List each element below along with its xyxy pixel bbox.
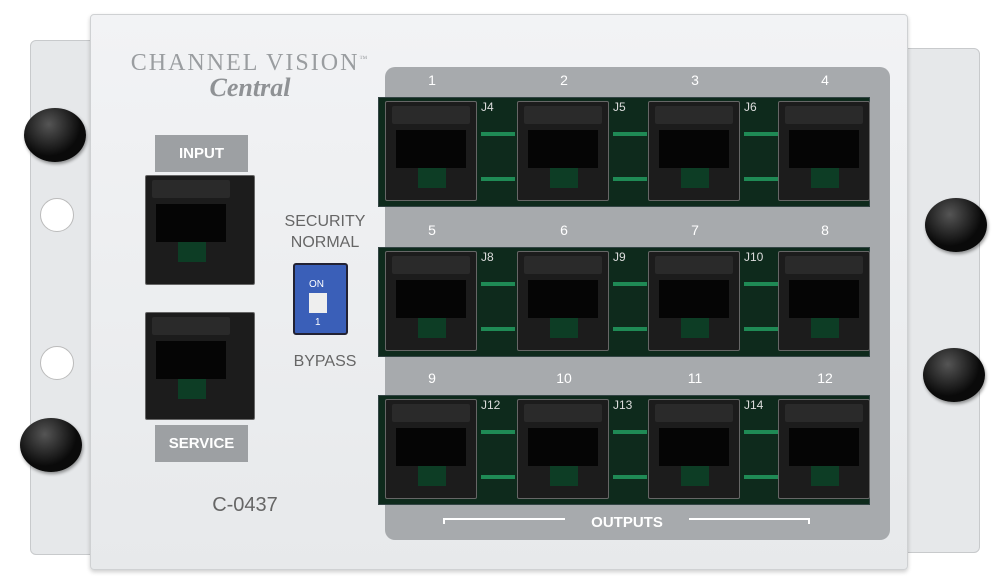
port-number: 5 xyxy=(428,222,436,238)
pcb-trace xyxy=(613,475,647,479)
jumper-label: J12 xyxy=(481,398,501,412)
output-jack[interactable] xyxy=(385,399,477,499)
pcb-trace xyxy=(613,327,647,331)
port-number: 8 xyxy=(821,222,829,238)
output-jack[interactable] xyxy=(778,101,870,201)
trademark: ™ xyxy=(359,54,370,63)
jumper-label: J4 xyxy=(481,100,494,114)
mounting-hole xyxy=(40,198,74,232)
jumper-label: J13 xyxy=(613,398,633,412)
port-number: 1 xyxy=(428,72,436,88)
mounting-hole xyxy=(40,346,74,380)
port-number: 12 xyxy=(817,370,833,386)
switch-on-label: ON xyxy=(309,279,324,290)
port-number: 6 xyxy=(560,222,568,238)
pcb-trace xyxy=(481,327,515,331)
model-number: C-0437 xyxy=(212,494,278,516)
output-jack[interactable] xyxy=(517,399,609,499)
jumper-label: J14 xyxy=(744,398,764,412)
pcb-trace xyxy=(744,177,778,181)
pcb-trace xyxy=(613,132,647,136)
pcb-trace xyxy=(481,132,515,136)
output-jack[interactable] xyxy=(648,101,740,201)
mounting-knob xyxy=(20,418,82,472)
pcb-trace xyxy=(744,475,778,479)
output-jack[interactable] xyxy=(517,251,609,351)
pcb-trace xyxy=(481,177,515,181)
pcb-trace xyxy=(613,177,647,181)
mounting-knob xyxy=(925,198,987,252)
pcb-trace xyxy=(481,282,515,286)
service-label: SERVICE xyxy=(155,425,248,462)
pcb-trace xyxy=(744,282,778,286)
input-label: INPUT xyxy=(155,135,248,172)
output-jack[interactable] xyxy=(385,251,477,351)
jumper-label: J10 xyxy=(744,250,764,264)
mounting-knob xyxy=(923,348,985,402)
service-jack[interactable] xyxy=(145,312,255,420)
pcb-trace xyxy=(481,475,515,479)
pcb-trace xyxy=(613,430,647,434)
jumper-label: J8 xyxy=(481,250,494,264)
switch-number: 1 xyxy=(315,317,321,328)
output-jack[interactable] xyxy=(517,101,609,201)
brand-name: CHANNEL VISION xyxy=(130,50,360,76)
port-number: 9 xyxy=(428,370,436,386)
port-number: 10 xyxy=(556,370,572,386)
pcb-trace xyxy=(744,132,778,136)
output-jack[interactable] xyxy=(385,101,477,201)
pcb-trace xyxy=(613,282,647,286)
jumper-label: J6 xyxy=(744,100,757,114)
port-number: 2 xyxy=(560,72,568,88)
dip-switch[interactable]: ON 1 xyxy=(293,263,348,335)
mounting-knob xyxy=(24,108,86,162)
output-jack[interactable] xyxy=(778,399,870,499)
port-number: 7 xyxy=(691,222,699,238)
brand-sub: Central xyxy=(209,73,291,102)
right-mounting-ear xyxy=(900,48,980,553)
pcb-trace xyxy=(744,430,778,434)
port-number: 11 xyxy=(687,370,703,386)
security-label: SECURITY xyxy=(284,213,366,230)
brand-logo: CHANNEL VISION™ Central xyxy=(125,50,375,103)
normal-label: NORMAL xyxy=(290,234,360,251)
output-jack[interactable] xyxy=(648,399,740,499)
output-jack[interactable] xyxy=(648,251,740,351)
switch-toggle[interactable] xyxy=(309,293,327,313)
pcb-trace xyxy=(744,327,778,331)
bypass-label: BYPASS xyxy=(293,353,357,370)
pcb-trace xyxy=(481,430,515,434)
port-number: 3 xyxy=(691,72,699,88)
input-jack[interactable] xyxy=(145,175,255,285)
jumper-label: J5 xyxy=(613,100,626,114)
output-jack[interactable] xyxy=(778,251,870,351)
port-number: 4 xyxy=(821,72,829,88)
outputs-label: OUTPUTS xyxy=(565,514,689,531)
jumper-label: J9 xyxy=(613,250,626,264)
